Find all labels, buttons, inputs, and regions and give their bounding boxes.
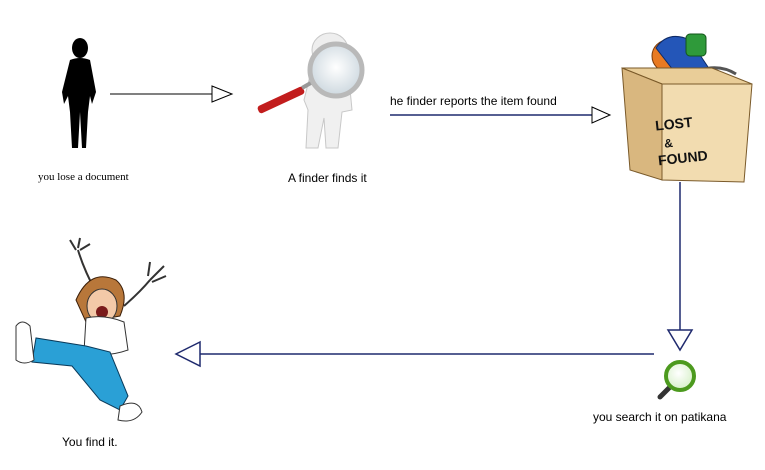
search-magnifier-icon[interactable] <box>657 360 696 400</box>
arrow-report-to-search <box>666 182 694 352</box>
happy-person-icon <box>15 237 167 422</box>
magnifier-figure-icon <box>257 32 365 149</box>
caption-lose: you lose a document <box>38 171 129 183</box>
arrow-lose-to-find <box>110 85 234 103</box>
silhouette-icon <box>62 38 96 148</box>
lost-found-box-icon <box>621 33 753 183</box>
box-text-amp: & <box>664 136 674 151</box>
box-text-lost: LOST <box>654 114 693 134</box>
arrow-find-to-report <box>390 106 612 124</box>
caption-find: A finder finds it <box>288 171 367 185</box>
caption-found: You find it. <box>62 435 118 449</box>
arrow-search-to-found <box>174 340 654 368</box>
caption-report: he finder reports the item found <box>390 94 557 108</box>
caption-search: you search it on patikana <box>593 410 727 424</box>
box-text-found: FOUND <box>657 147 708 168</box>
